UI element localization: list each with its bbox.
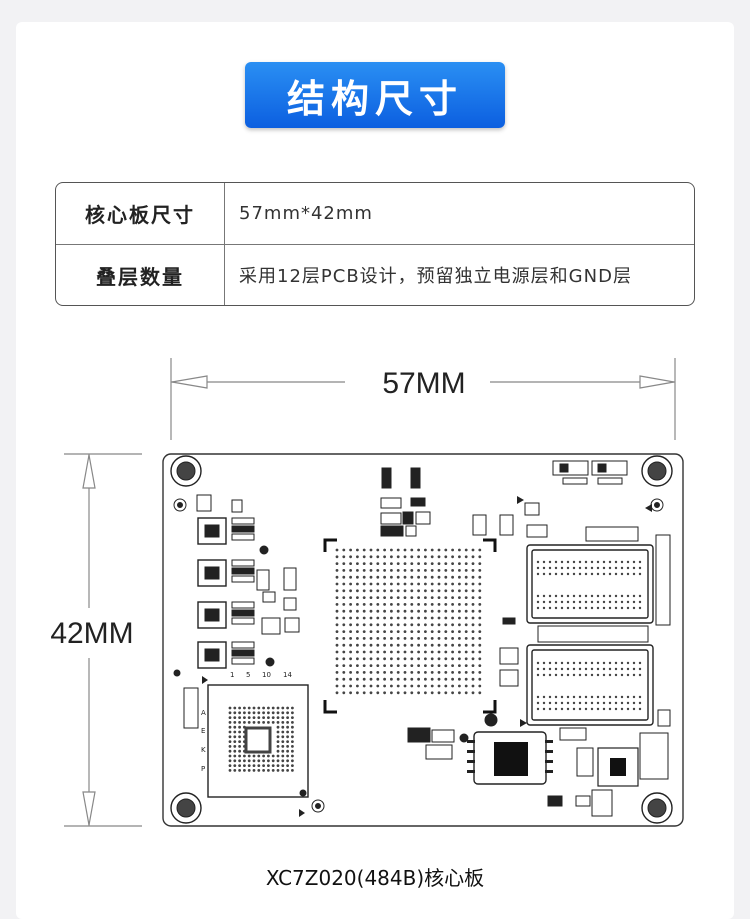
spec-label-size: 核心板尺寸 [56,183,225,244]
board-dimension-diagram: 57MM 42MM 1 5 10 14 A E K [50,358,684,827]
flash-bga-chip [207,684,309,798]
spec-value-layers: 采用12层PCB设计，预留独立电源层和GND层 [239,266,632,287]
spec-label-layers: 叠层数量 [56,244,225,305]
svg-text:K: K [201,746,206,754]
svg-text:5: 5 [246,671,250,679]
svg-text:E: E [201,727,205,735]
orientation-markers [202,496,652,817]
pin-number-labels: 1 5 10 14 [230,671,292,679]
svg-text:P: P [201,765,205,773]
spec-row-size: 核心板尺寸 57mm*42mm [56,183,694,245]
svg-text:A: A [201,709,206,717]
mounting-holes [170,455,673,824]
qfn-chip [597,747,639,787]
section-title: 结构尺寸 [286,76,463,121]
section-title-banner: 结构尺寸 [245,62,505,128]
height-dimension-label: 42MM [50,617,133,650]
svg-text:14: 14 [283,671,292,679]
dcdc-module [467,731,553,785]
dimension-lines [64,358,676,827]
ddr-memory-chips [526,544,654,726]
pin-letter-labels: A E K P [201,709,206,773]
spec-table: 核心板尺寸 57mm*42mm 叠层数量 采用12层PCB设计，预留独立电源层和… [55,182,695,306]
main-bga-chip [323,538,497,714]
spec-value-size: 57mm*42mm [239,203,373,224]
board-caption: XC7Z020(484B)核心板 [265,866,485,890]
svg-text:10: 10 [262,671,271,679]
svg-text:1: 1 [230,671,234,679]
spec-row-layers: 叠层数量 采用12层PCB设计，预留独立电源层和GND层 [56,244,694,305]
power-regulators [197,517,255,669]
passive-components [173,460,671,817]
width-dimension-label: 57MM [382,367,465,400]
